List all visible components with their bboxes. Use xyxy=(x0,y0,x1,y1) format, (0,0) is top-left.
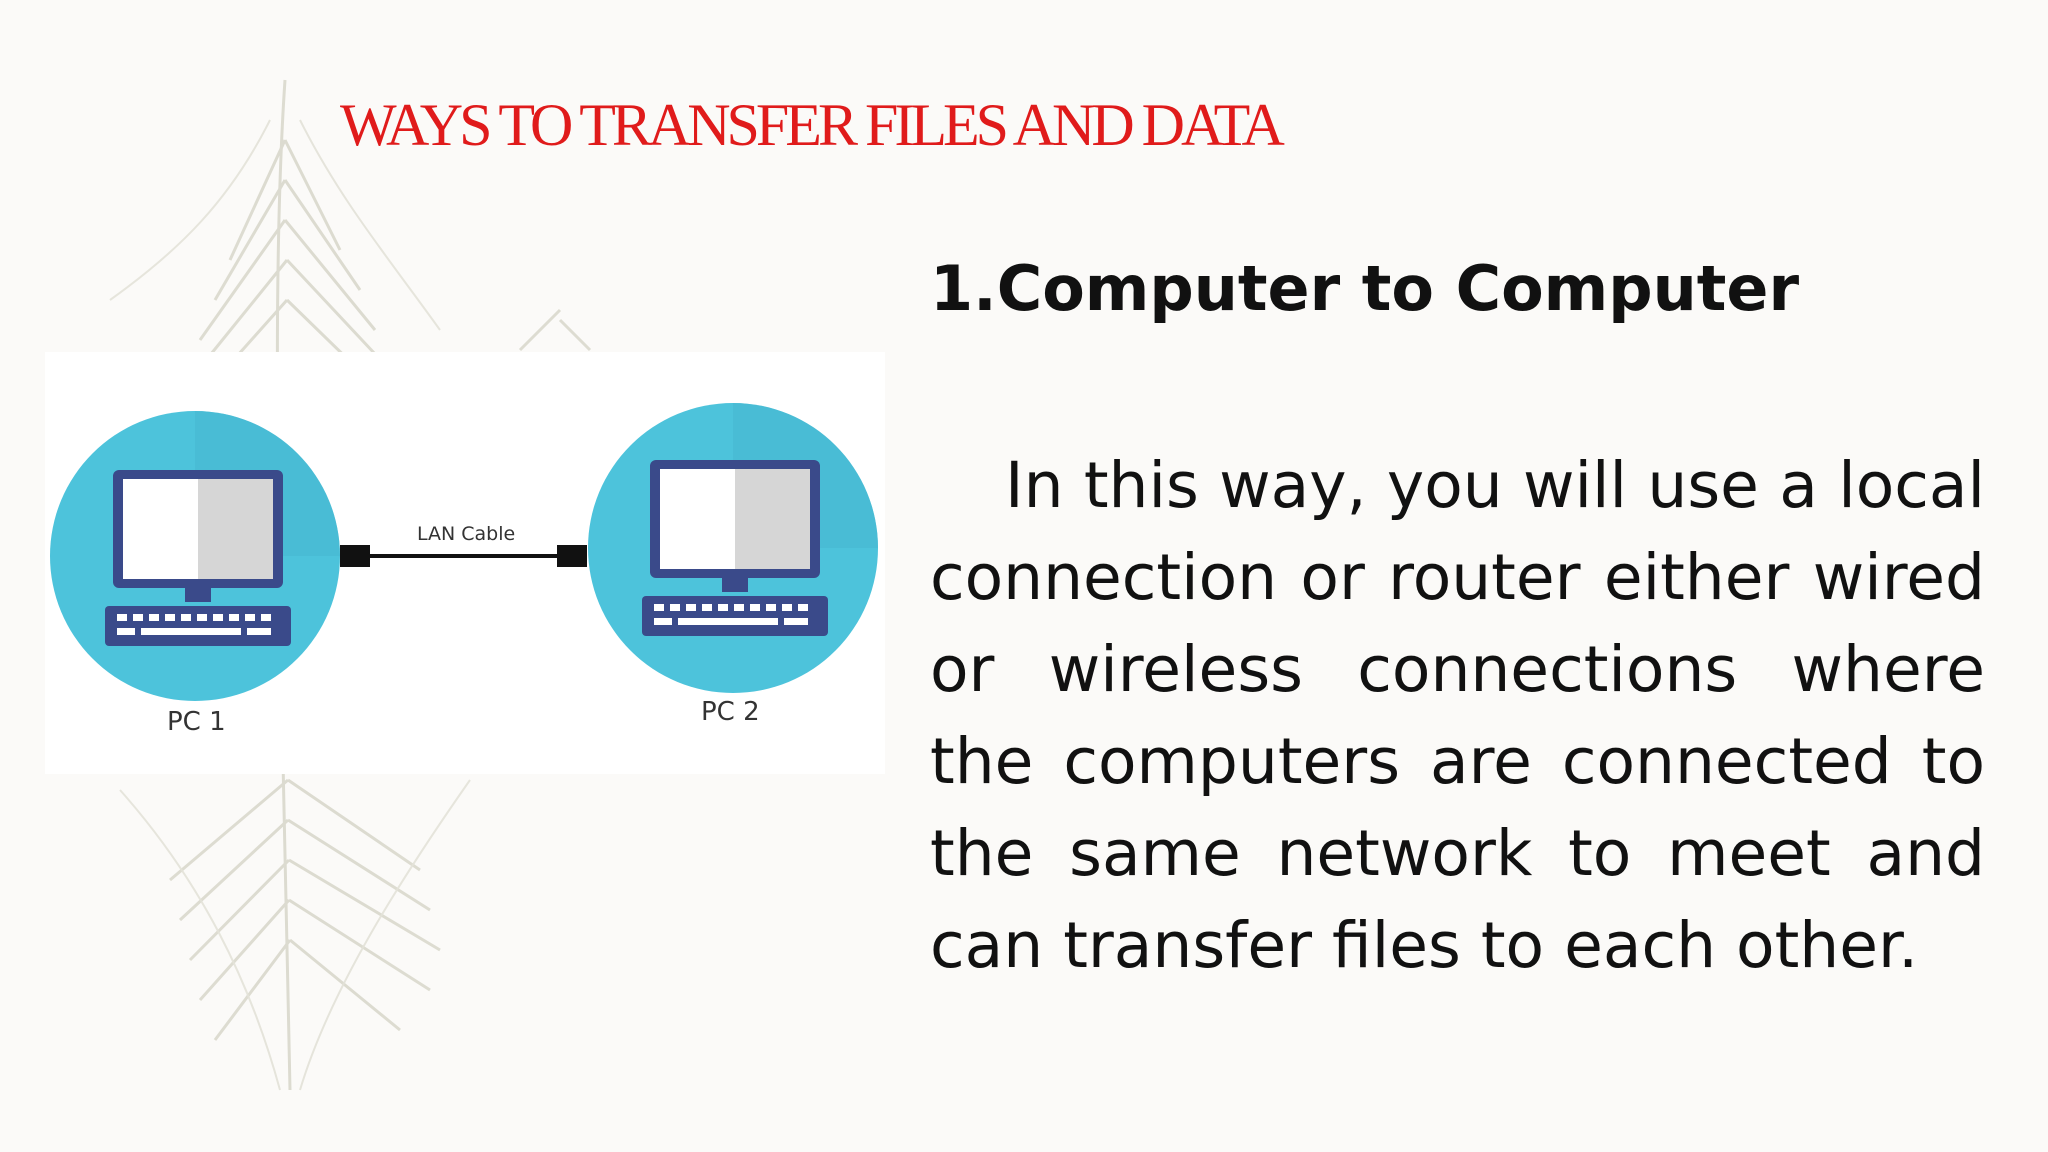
network-diagram: PC 1 LAN Cable xyxy=(45,352,885,774)
cable-label: LAN Cable xyxy=(417,523,515,545)
section-heading: 1.Computer to Computer xyxy=(930,252,1800,325)
pc1-icon xyxy=(50,411,340,701)
lan-cable xyxy=(340,545,587,567)
body-paragraph: In this way, you will use a local connec… xyxy=(930,449,1985,982)
pc2-label: PC 2 xyxy=(701,697,760,727)
slide-title: WAYS TO TRANSFER FILES AND DATA xyxy=(340,92,1285,158)
pc2-icon xyxy=(588,403,878,693)
pc1-label: PC 1 xyxy=(167,707,226,737)
